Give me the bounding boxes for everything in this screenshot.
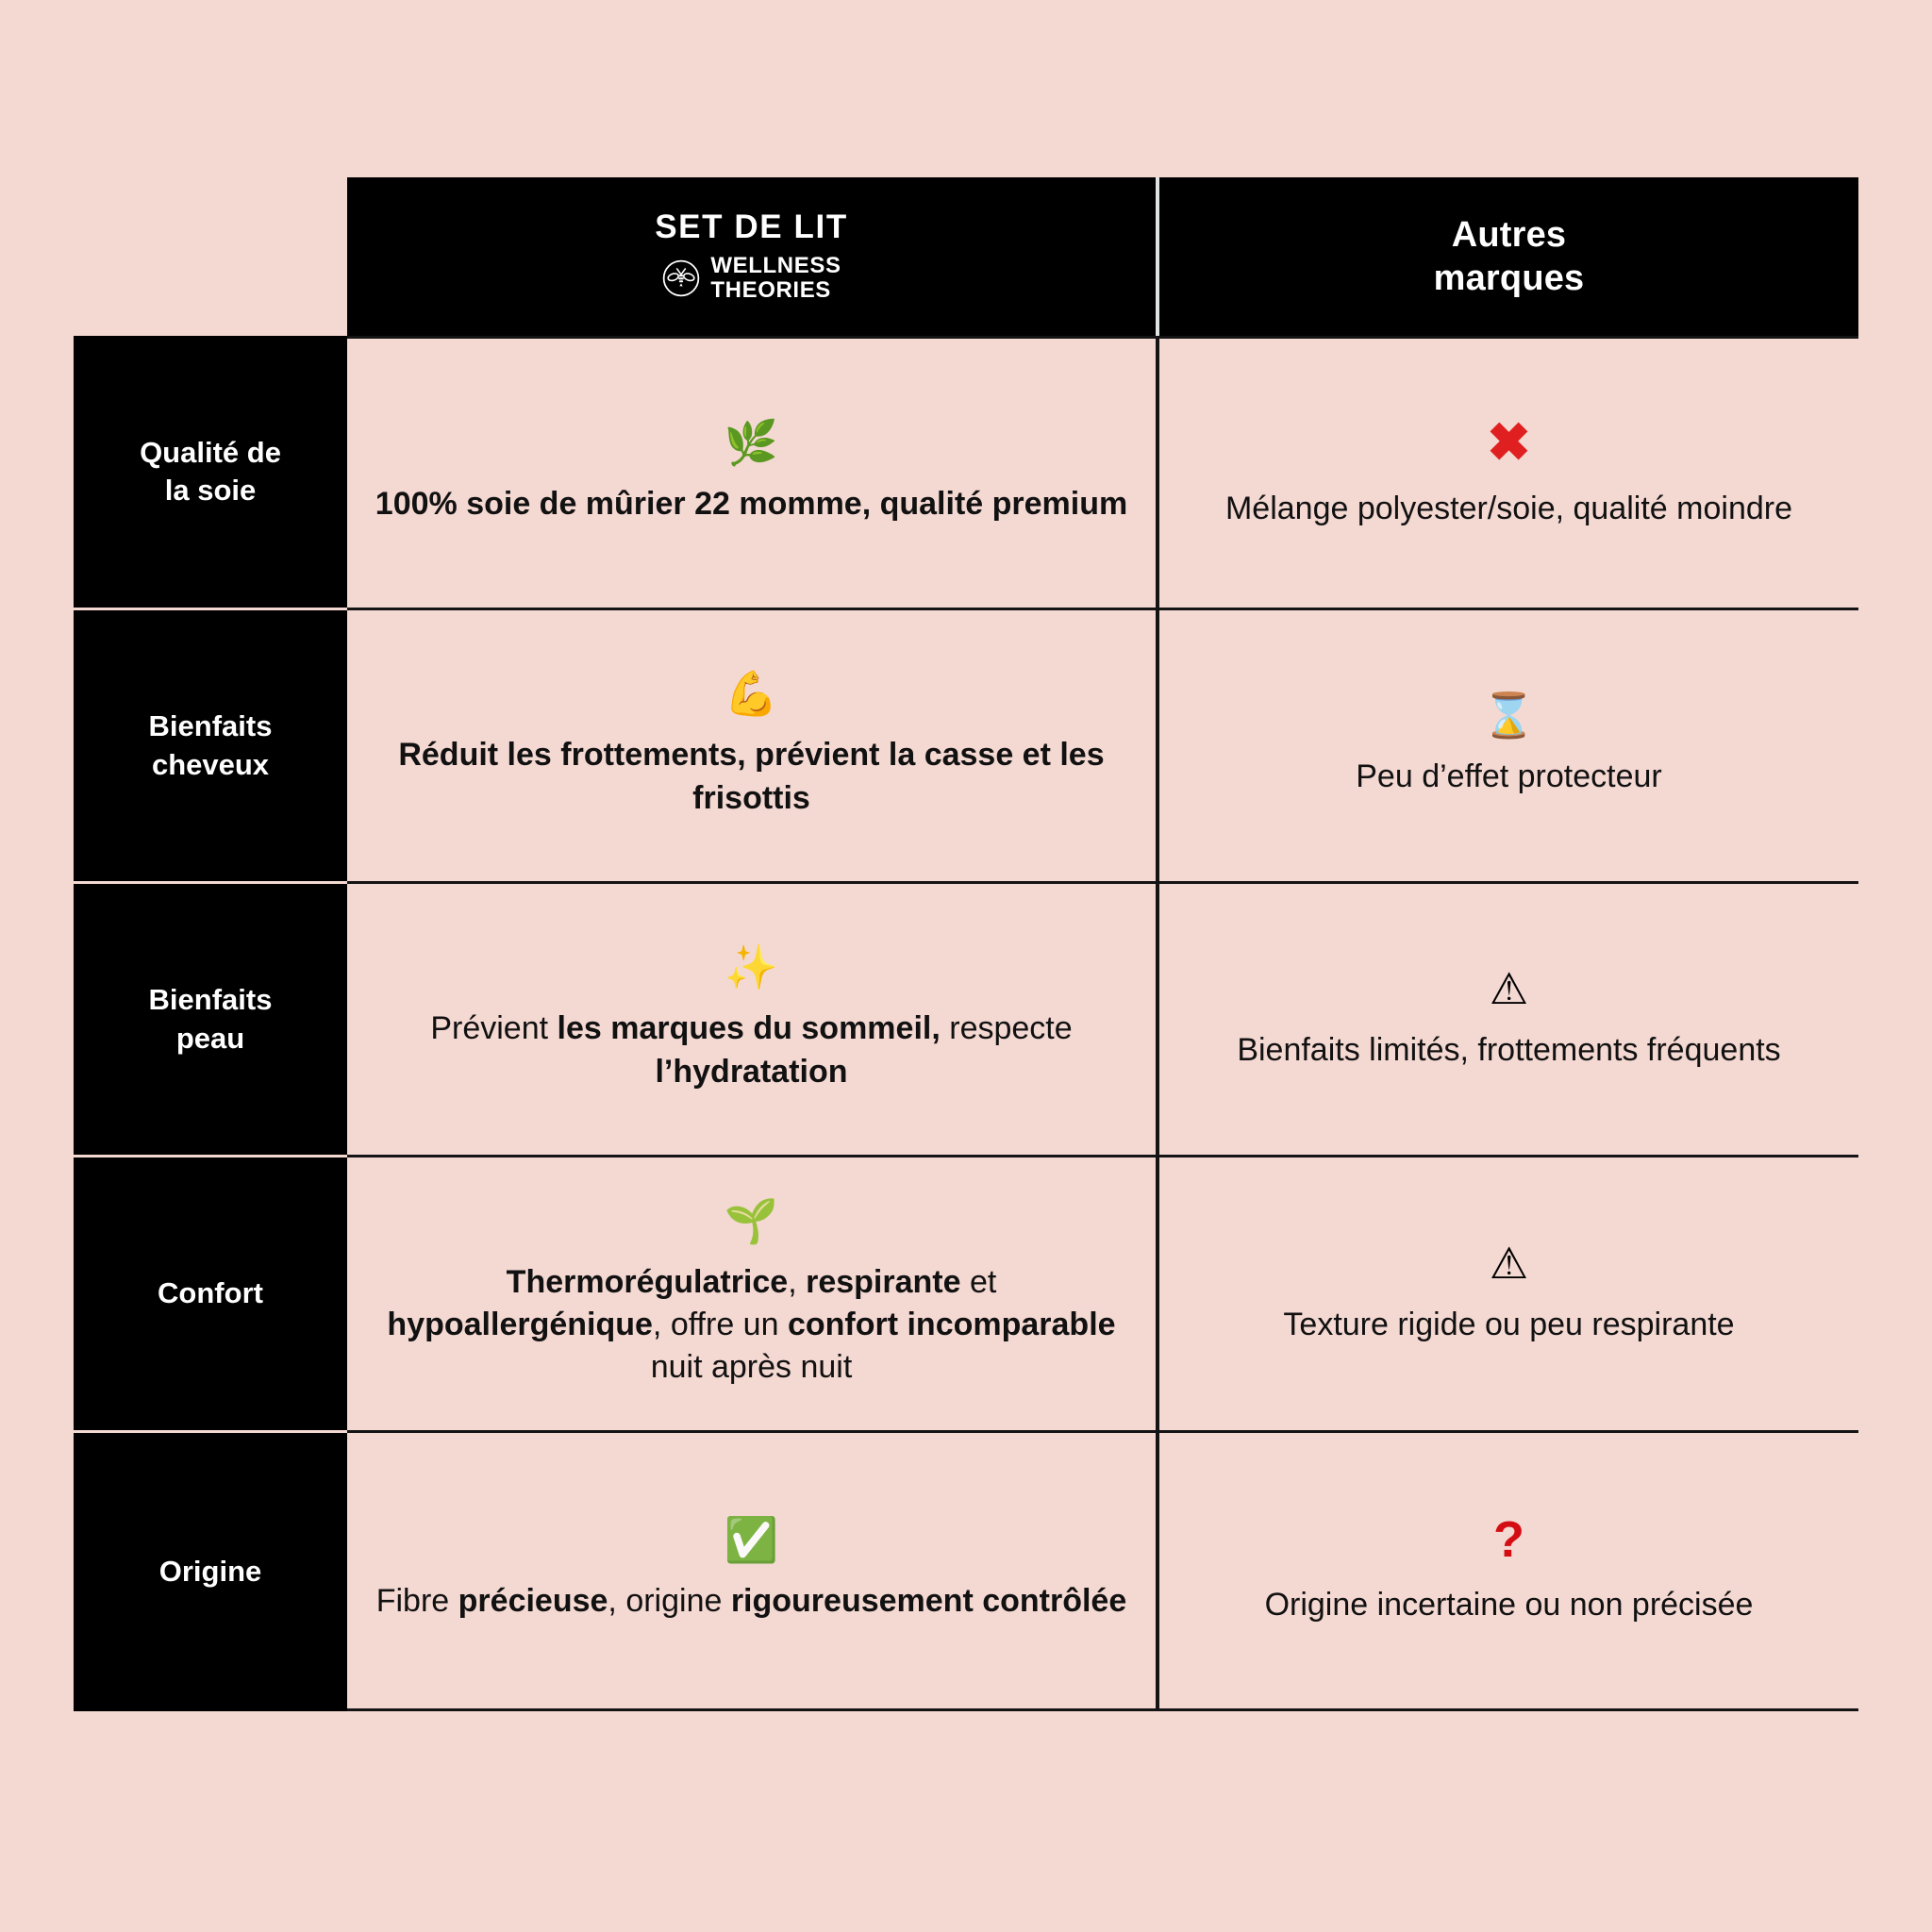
warning-triangle-icon: ⚠ — [1489, 963, 1529, 1013]
herb-leaf-icon: 🌿 — [724, 417, 779, 467]
row-label-line2: la soie — [164, 474, 257, 507]
cell-brand-text: Thermorégulatrice, respirante et hypoall… — [387, 1263, 1116, 1386]
cell-other-text: Origine incertaine ou non précisée — [1264, 1587, 1754, 1624]
header-brand-column: SET DE LIT WELLNESS THEORIES — [347, 177, 1159, 336]
other-brands-line1: Autres — [1451, 214, 1567, 255]
row-label-line1: Qualité de — [140, 435, 281, 469]
cell-other-qualite-soie: ✖ Mélange polyester/soie, qualité moindr… — [1159, 336, 1858, 608]
cell-other-bienfaits-peau: ⚠ Bienfaits limités, frottements fréquen… — [1159, 881, 1858, 1155]
cell-other-confort: ⚠ Texture rigide ou peu respirante — [1159, 1155, 1858, 1430]
cell-brand-bienfaits-peau: ✨ Prévient les marques du sommeil, respe… — [347, 881, 1159, 1155]
brand-product-title: SET DE LIT — [655, 208, 848, 246]
red-question-mark-icon: ? — [1493, 1511, 1524, 1569]
row-label-qualite-soie: Qualité de la soie — [74, 336, 347, 608]
row-label-line1: Origine — [158, 1555, 262, 1589]
row-label-line1: Confort — [158, 1276, 263, 1310]
bee-logo-icon — [663, 259, 700, 297]
header-other-brands-column: Autres marques — [1159, 177, 1858, 336]
cell-other-text: Peu d’effet protecteur — [1356, 758, 1662, 794]
row-label-origine: Origine — [74, 1430, 347, 1711]
comparison-table: SET DE LIT WELLNESS THEORIES — [74, 177, 1858, 1711]
cell-other-origine: ? Origine incertaine ou non précisée — [1159, 1430, 1858, 1711]
cell-brand-text: Prévient les marques du sommeil, respect… — [430, 1010, 1073, 1090]
other-brands-title: Autres marques — [1434, 213, 1585, 301]
brand-wordmark: WELLNESS THEORIES — [710, 254, 841, 303]
row-label-line1: Bienfaits — [148, 983, 273, 1017]
table-corner-spacer — [74, 177, 347, 336]
flexed-biceps-icon: 💪 — [724, 669, 779, 719]
cell-brand-qualite-soie: 🌿 100% soie de mûrier 22 momme, qualité … — [347, 336, 1159, 608]
brand-lockup: WELLNESS THEORIES — [661, 254, 841, 303]
cell-brand-bienfaits-cheveux: 💪 Réduit les frottements, prévient la ca… — [347, 608, 1159, 881]
cell-other-text: Texture rigide ou peu respirante — [1283, 1306, 1735, 1342]
row-label-bienfaits-cheveux: Bienfaits cheveux — [74, 608, 347, 881]
cell-other-text: Mélange polyester/soie, qualité moindre — [1224, 490, 1792, 526]
cell-brand-text: 100% soie de mûrier 22 momme, qualité pr… — [375, 485, 1128, 522]
other-brands-line2: marques — [1433, 258, 1585, 298]
row-label-line1: Bienfaits — [148, 709, 273, 743]
red-cross-mark-icon: ✖ — [1487, 411, 1531, 472]
cell-brand-confort: 🌱 Thermorégulatrice, respirante et hypoa… — [347, 1155, 1159, 1430]
row-label-line2: peau — [175, 1021, 245, 1055]
cell-brand-text: Fibre précieuse, origine rigoureusement … — [375, 1583, 1127, 1620]
hourglass-icon: ⌛ — [1481, 690, 1537, 740]
sparkles-icon: ✨ — [724, 942, 779, 992]
warning-triangle-icon: ⚠ — [1489, 1238, 1529, 1288]
green-check-mark-icon: ✅ — [724, 1515, 779, 1565]
cell-brand-text: Réduit les frottements, prévient la cass… — [398, 737, 1105, 816]
row-label-line2: cheveux — [151, 747, 270, 781]
brand-wordmark-line1: WELLNESS — [710, 252, 841, 278]
cell-other-text: Bienfaits limités, frottements fréquents — [1237, 1031, 1781, 1068]
row-label-confort: Confort — [74, 1155, 347, 1430]
seedling-icon: 🌱 — [724, 1195, 779, 1245]
cell-other-bienfaits-cheveux: ⌛ Peu d’effet protecteur — [1159, 608, 1858, 881]
cell-brand-origine: ✅ Fibre précieuse, origine rigoureusemen… — [347, 1430, 1159, 1711]
brand-wordmark-line2: THEORIES — [710, 276, 831, 303]
row-label-bienfaits-peau: Bienfaits peau — [74, 881, 347, 1155]
